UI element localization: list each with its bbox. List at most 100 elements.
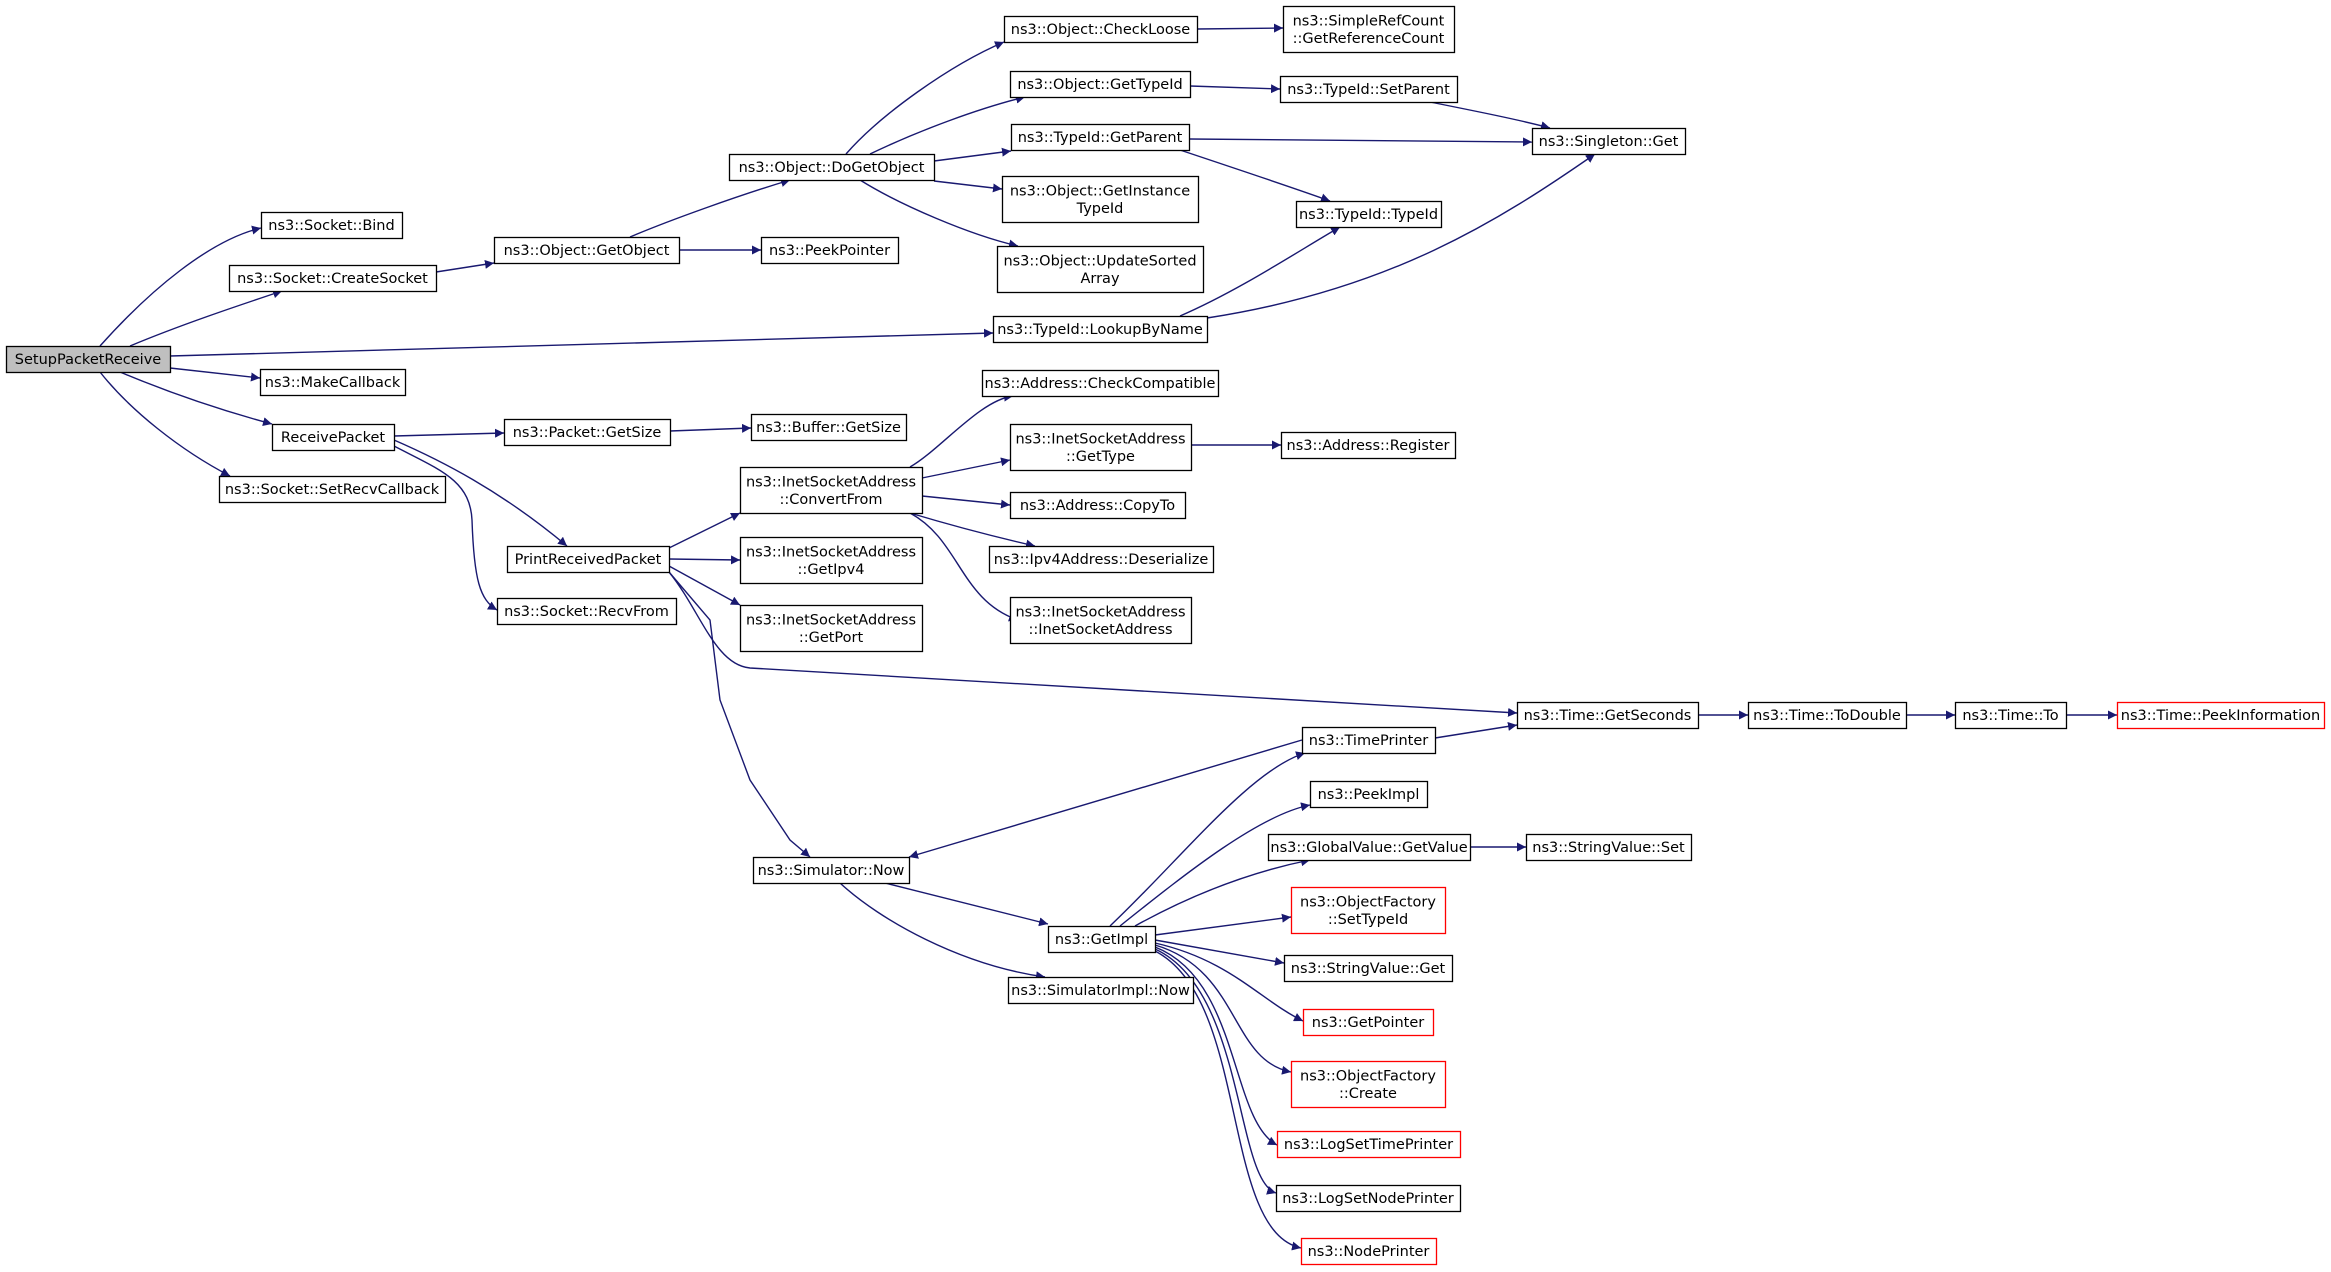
node-label: ns3::Socket::RecvFrom [504,604,669,620]
node-dogetobject[interactable]: ns3::Object::DoGetObject [728,153,936,182]
node-settypeid[interactable]: ns3::ObjectFactory::SetTypeId [1290,886,1447,935]
node-box [1275,1184,1462,1213]
node-isa_ctor[interactable]: ns3::InetSocketAddress::InetSocketAddres… [1009,596,1193,645]
node-label: ns3::Object::UpdateSorted [1003,253,1196,269]
node-setparent[interactable]: ns3::TypeId::SetParent [1279,75,1459,104]
node-timeprinter[interactable]: ns3::TimePrinter [1301,726,1437,755]
node-label: PrintReceivedPacket [515,552,662,568]
node-getimpl[interactable]: ns3::GetImpl [1047,925,1157,954]
node-box [1954,701,2068,730]
node-isa_gettype[interactable]: ns3::InetSocketAddress::GetType [1009,423,1193,472]
node-stringvalueset[interactable]: ns3::StringValue::Set [1525,833,1693,862]
node-stringvalueget[interactable]: ns3::StringValue::Get [1283,954,1454,983]
node-root[interactable]: SetupPacketReceive [5,345,172,374]
node-label: ns3::Time::To [1962,708,2058,724]
node-label: ns3::InetSocketAddress [1015,604,1185,620]
node-label: ReceivePacket [281,430,386,446]
node-label: ns3::InetSocketAddress [746,612,916,628]
node-getpointer[interactable]: ns3::GetPointer [1302,1008,1435,1037]
node-timeto[interactable]: ns3::Time::To [1954,701,2068,730]
node-globalvalue[interactable]: ns3::GlobalValue::GetValue [1267,833,1472,862]
node-label: ::ConvertFrom [779,492,882,508]
node-label: ns3::SimulatorImpl::Now [1011,983,1190,999]
node-label: Array [1080,271,1119,287]
node-label: ::SetTypeId [1328,912,1408,928]
edge-dogetobject-to-getparent [933,147,1012,162]
node-box [750,413,908,442]
node-label: SetupPacketReceive [15,352,161,368]
node-label: ns3::Object::CheckLoose [1011,22,1190,38]
node-box [988,545,1215,574]
edge-getimpl-to-settypeid [1154,913,1292,936]
node-lookupbyname[interactable]: ns3::TypeId::LookupByName [992,315,1209,344]
edge-lookupbyname-to-singleton [1206,153,1596,319]
node-label: ns3::GetPointer [1312,1015,1425,1031]
node-getport[interactable]: ns3::InetSocketAddress::GetPort [739,604,924,653]
node-box [493,236,681,265]
node-box [496,597,678,626]
node-todouble[interactable]: ns3::Time::ToDouble [1747,701,1908,730]
node-getobject[interactable]: ns3::Object::GetObject [493,236,681,265]
node-box [218,475,447,504]
node-typeid[interactable]: ns3::TypeId::TypeId [1295,200,1443,229]
node-label: ns3::TypeId::SetParent [1287,82,1450,98]
node-box [1516,701,1700,730]
node-label: ns3::TypeId::TypeId [1299,207,1438,223]
node-singleton[interactable]: ns3::Singleton::Get [1531,127,1687,156]
node-getparent[interactable]: ns3::TypeId::GetParent [1010,123,1191,152]
edge-receivepacket-to-packetgetsize [393,428,505,438]
node-label: TypeId [1076,201,1124,217]
node-getseconds[interactable]: ns3::Time::GetSeconds [1516,701,1700,730]
node-setrecvcallback[interactable]: ns3::Socket::SetRecvCallback [218,475,447,504]
node-label: ns3::SimpleRefCount [1293,13,1445,29]
node-createsocket[interactable]: ns3::Socket::CreateSocket [228,264,438,293]
node-box [1302,1008,1435,1037]
node-makecallback[interactable]: ns3::MakeCallback [259,368,407,397]
edge-root-to-lookupbyname [169,328,994,357]
node-label: ns3::Time::PeekInformation [2121,708,2320,724]
node-getreferencecount[interactable]: ns3::SimpleRefCount::GetReferenceCount [1282,5,1456,54]
edge-convertfrom-to-deserialize [909,512,1036,549]
node-deserialize[interactable]: ns3::Ipv4Address::Deserialize [988,545,1215,574]
node-logsettimeprinter[interactable]: ns3::LogSetTimePrinter [1276,1130,1462,1159]
node-copyto[interactable]: ns3::Address::CopyTo [1009,491,1187,520]
node-simnow[interactable]: ns3::Simulator::Now [752,856,911,885]
edge-receivepacket-to-recvfrom [393,445,498,611]
node-box [1747,701,1908,730]
node-addressregister[interactable]: ns3::Address::Register [1280,431,1457,460]
edge-getimpl-to-peekimpl [1119,802,1311,927]
node-peekpointer[interactable]: ns3::PeekPointer [760,236,900,265]
node-label: ns3::LogSetNodePrinter [1282,1191,1454,1207]
node-factorycreate[interactable]: ns3::ObjectFactory::Create [1290,1060,1447,1109]
node-packetgetsize[interactable]: ns3::Packet::GetSize [503,418,672,447]
node-nodeprinter[interactable]: ns3::NodePrinter [1300,1237,1438,1266]
edge-getimpl-to-logsettimeprinter [1154,946,1278,1146]
node-getipv4[interactable]: ns3::InetSocketAddress::GetIpv4 [739,536,924,585]
node-obj_gettypeid[interactable]: ns3::Object::GetTypeId [1009,70,1192,99]
edge-dogetobject-to-updatesortedarray [859,179,1019,249]
node-checkcompatible[interactable]: ns3::Address::CheckCompatible [981,369,1220,398]
node-box [996,245,1205,294]
node-convertfrom[interactable]: ns3::InetSocketAddress::ConvertFrom [739,466,924,515]
node-bind[interactable]: ns3::Socket::Bind [260,211,404,240]
edge-lookupbyname-to-typeid [1179,226,1341,317]
node-box [728,153,936,182]
node-peekimpl[interactable]: ns3::PeekImpl [1309,780,1429,809]
node-box [1280,431,1457,460]
node-checkloose[interactable]: ns3::Object::CheckLoose [1003,15,1199,44]
node-peekinformation[interactable]: ns3::Time::PeekInformation [2116,701,2326,730]
node-receivepacket[interactable]: ReceivePacket [271,423,396,452]
node-logsetnodeprinter[interactable]: ns3::LogSetNodePrinter [1275,1184,1462,1213]
node-box [1279,75,1459,104]
node-box [259,368,407,397]
node-printreceived[interactable]: PrintReceivedPacket [506,545,671,574]
node-recvfrom[interactable]: ns3::Socket::RecvFrom [496,597,678,626]
node-simimplnow[interactable]: ns3::SimulatorImpl::Now [1007,976,1195,1005]
node-label: ns3::MakeCallback [265,375,401,391]
node-box [503,418,672,447]
node-buffergetsize[interactable]: ns3::Buffer::GetSize [750,413,908,442]
node-label: ::InetSocketAddress [1028,622,1172,638]
